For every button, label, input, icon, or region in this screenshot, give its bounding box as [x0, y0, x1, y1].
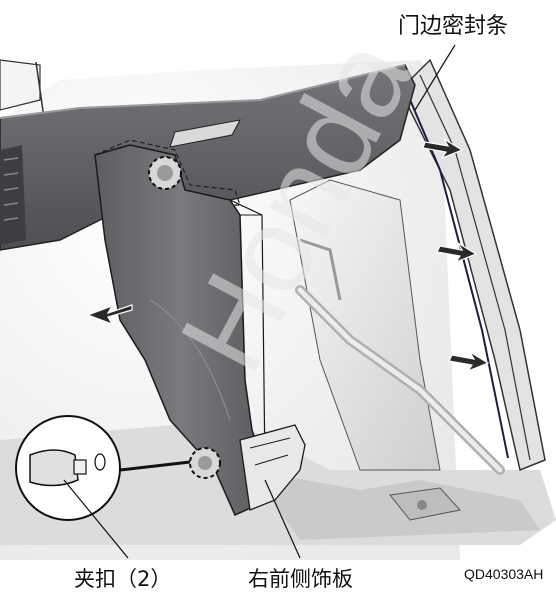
arrow-right-2 [436, 242, 478, 264]
removal-arrows [86, 138, 490, 373]
leader-lines [63, 44, 456, 559]
side-trim-panel [94, 144, 306, 516]
arrow-right-1 [422, 138, 464, 160]
leader-door-seal [414, 44, 456, 111]
label-right-front-side-trim: 右前侧饰板 [248, 567, 353, 591]
leader-side-trim [264, 479, 301, 559]
figure-code: QD40303AH [464, 566, 544, 582]
label-clip: 夹扣（2） [74, 567, 172, 591]
leader-clip [63, 479, 129, 559]
arrow-left [86, 304, 133, 326]
label-door-seal: 门边密封条 [398, 14, 509, 39]
windshield-edge [0, 59, 45, 119]
arrow-right-3 [448, 351, 490, 373]
clip-detail [15, 415, 191, 521]
